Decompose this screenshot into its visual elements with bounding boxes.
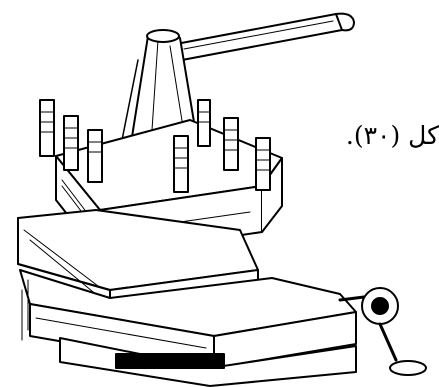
screw (197, 99, 211, 147)
screw (173, 135, 189, 193)
clamp-handle (175, 12, 355, 61)
figure-caption: كل (٣٠). (345, 121, 439, 150)
screw (39, 99, 55, 157)
screw (63, 115, 79, 171)
feed-handwheel (338, 287, 427, 376)
screw (87, 129, 103, 183)
square-tool-post (55, 119, 283, 257)
clamping-screws (39, 99, 271, 193)
screw (255, 137, 271, 191)
carriage-base (59, 337, 357, 387)
cross-slide (19, 269, 357, 369)
screw (223, 117, 239, 171)
